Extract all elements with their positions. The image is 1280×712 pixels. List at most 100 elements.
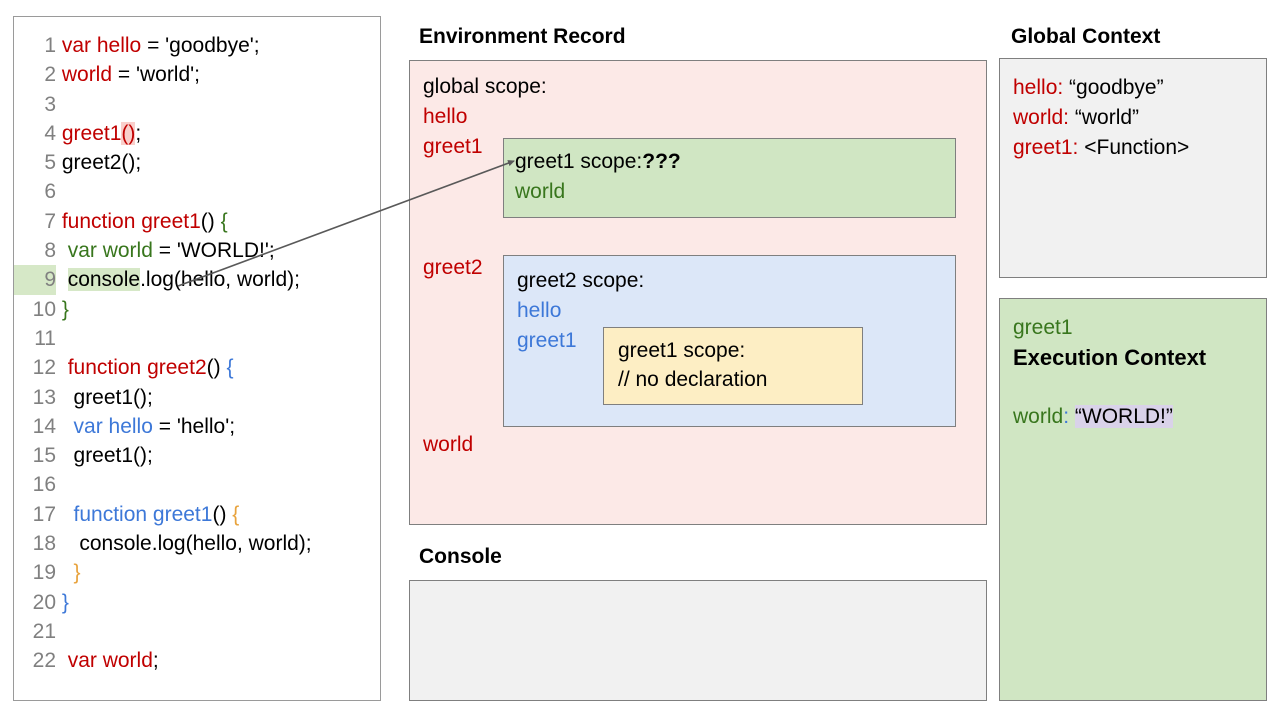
code-token: greet1	[61, 121, 122, 145]
greet2-scope-box: greet2 scope: hello greet1 greet1 scope:…	[503, 255, 956, 427]
code-line: 4 greet1();	[14, 119, 380, 148]
line-number: 16	[32, 473, 56, 497]
line-number: 5	[44, 151, 56, 175]
code-line: 2 world = 'world';	[14, 60, 380, 89]
code-token: var hello	[73, 414, 153, 438]
code-token: {	[226, 356, 234, 380]
code-token: ()	[121, 121, 136, 145]
greet1-scope-box: greet1 scope:??? world	[503, 138, 956, 218]
code-token	[62, 415, 74, 438]
code-token: = 'hello';	[152, 414, 236, 438]
code-token: greet2();	[61, 151, 142, 175]
code-token: greet1();	[61, 444, 153, 468]
line-number: 8	[44, 239, 56, 263]
environment-record-title: Environment Record	[419, 25, 626, 48]
code-panel: 1 var hello = 'goodbye'; 2 world = 'world…	[13, 16, 381, 701]
execution-context-heading: Execution Context	[1013, 345, 1207, 370]
code-line: 18 console.log(hello, world);	[14, 529, 380, 558]
code-line: 12 function greet2() {	[14, 353, 380, 382]
code-token: var hello	[61, 34, 142, 57]
code-token: = 'world';	[112, 63, 200, 87]
line-number: 19	[32, 561, 56, 585]
execution-context-variable-value: “WORLD!”	[1074, 405, 1173, 428]
code-line: 6	[14, 177, 380, 206]
code-line: 19 }	[14, 558, 380, 587]
line-number: 10	[32, 297, 56, 321]
code-line: 20 }	[14, 588, 380, 617]
code-token: ()	[206, 356, 227, 380]
line-number: 18	[32, 532, 56, 556]
line-gutter-space	[56, 93, 62, 116]
code-token: function greet1	[73, 502, 213, 526]
code-token: console	[67, 268, 141, 292]
line-number: 14	[32, 414, 56, 438]
code-token: ;	[152, 649, 159, 673]
code-token: ()	[212, 502, 233, 526]
code-line: 9 console.log(hello, world);	[14, 265, 380, 295]
code-line: 13 greet1();	[14, 383, 380, 412]
code-line: 15 greet1();	[14, 441, 380, 470]
code-token: world	[61, 63, 113, 87]
console-output-box[interactable]	[409, 580, 987, 701]
greet2-scope-var-hello: hello	[517, 299, 562, 322]
line-number: 13	[32, 385, 56, 409]
code-token: = 'goodbye';	[141, 34, 260, 57]
code-line: 17 function greet1() {	[14, 500, 380, 529]
line-number: 17	[32, 502, 56, 526]
global-context-title: Global Context	[1011, 25, 1161, 48]
code-token: {	[220, 209, 228, 233]
line-number: 1	[44, 34, 56, 57]
global-context-box: hello: “goodbye” world: “world” greet1: …	[999, 58, 1267, 278]
global-entry-greet1: greet1: <Function>	[1013, 136, 1189, 160]
greet2-scope-var-greet1: greet1	[517, 329, 577, 352]
execution-context-variable-key: world	[1013, 405, 1064, 428]
code-token: greet1();	[61, 385, 153, 409]
line-gutter-space	[56, 620, 62, 643]
line-number: 12	[32, 356, 56, 380]
code-line: 10 }	[14, 295, 380, 324]
execution-context-box: greet1 Execution Context world: “WORLD!”	[999, 298, 1267, 701]
line-number: 20	[32, 590, 56, 614]
code-line: 3	[14, 90, 380, 119]
code-line: 5 greet2();	[14, 148, 380, 177]
code-line: 11	[14, 324, 380, 353]
greet1-scope-heading: greet1 scope:???	[515, 150, 681, 174]
env-var-hello: hello	[423, 105, 468, 128]
global-scope-label: global scope:	[423, 75, 547, 98]
code-token: .log(hello, world);	[140, 268, 300, 292]
global-entry-greet1-key: greet1:	[1013, 136, 1079, 159]
line-number: 3	[44, 92, 56, 116]
line-number: 2	[44, 63, 56, 87]
line-number: 11	[34, 326, 56, 350]
line-gutter-space	[56, 327, 62, 350]
global-entry-world: world: “world”	[1013, 106, 1139, 130]
greet1-scope-var-world: world	[515, 180, 566, 203]
code-token: {	[232, 502, 240, 526]
inner-greet1-scope-heading: greet1 scope:	[618, 339, 746, 362]
line-number: 9	[14, 265, 56, 295]
code-line: 8 var world = 'WORLD!';	[14, 236, 380, 265]
line-number: 7	[44, 209, 56, 233]
code-token: ()	[200, 209, 221, 233]
global-entry-hello: hello: “goodbye”	[1013, 76, 1164, 100]
execution-context-variable-row: world: “WORLD!”	[1013, 405, 1173, 429]
console-title: Console	[419, 545, 502, 568]
execution-context-function-name: greet1	[1013, 316, 1073, 339]
line-number: 6	[44, 180, 56, 204]
code-token: }	[73, 561, 81, 585]
env-var-greet2: greet2	[423, 256, 483, 279]
line-number: 15	[32, 444, 56, 468]
line-gutter-space	[56, 473, 62, 496]
global-entry-world-key: world:	[1013, 106, 1070, 129]
code-token: ;	[135, 121, 142, 145]
inner-greet1-scope-note: // no declaration	[618, 368, 768, 391]
code-line-list: 1 var hello = 'goodbye'; 2 world = 'world…	[14, 31, 380, 676]
line-gutter-space	[56, 180, 62, 203]
environment-record-box: global scope: hello greet1 greet2 world …	[409, 60, 987, 525]
env-var-world: world	[423, 433, 474, 456]
greet1-scope-heading-text: greet1 scope:	[515, 150, 643, 173]
global-entry-hello-key: hello:	[1013, 76, 1064, 99]
code-line: 7 function greet1() {	[14, 207, 380, 236]
inner-greet1-scope-box: greet1 scope: // no declaration	[603, 327, 863, 405]
